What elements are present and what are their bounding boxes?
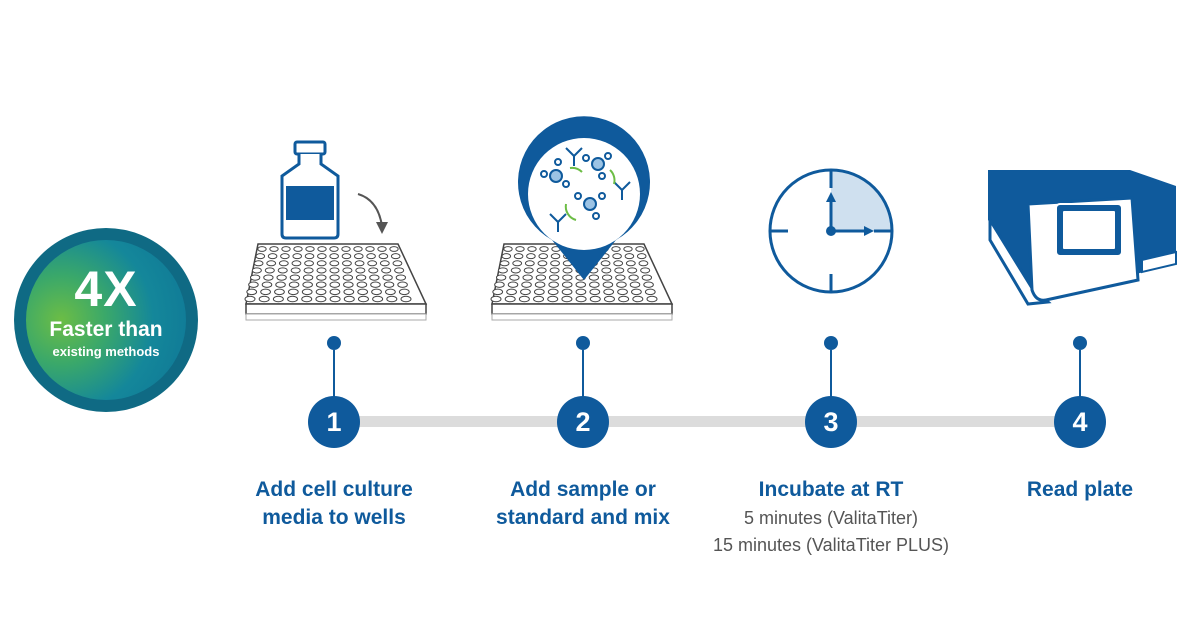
- step-4-connector: [1079, 350, 1081, 400]
- step-1-marker-dot: [327, 336, 341, 350]
- step-3-title: Incubate at RT: [758, 478, 904, 501]
- step-2-illustration: [490, 116, 674, 321]
- step-3-marker-dot: [824, 336, 838, 350]
- step-4-marker-dot: [1073, 336, 1087, 350]
- step-1-number-badge: 1: [308, 396, 360, 448]
- molecules-icon: [540, 147, 631, 232]
- step-1-connector: [333, 350, 335, 400]
- step-2-title-line-1: Add sample or: [510, 478, 656, 501]
- arrow-icon: [357, 193, 388, 234]
- step-2-number-badge: 2: [557, 396, 609, 448]
- step-1-title-line-2: media to wells: [262, 506, 406, 529]
- step-3-number-badge: 3: [805, 396, 857, 448]
- step-4-title: Read plate: [1026, 478, 1134, 501]
- media-bottle-icon: [280, 140, 340, 240]
- timeline-track: [334, 416, 1080, 427]
- clock-icon: [768, 168, 894, 294]
- badge-gradient-disc: [26, 240, 186, 400]
- step-4-number-badge: 4: [1054, 396, 1106, 448]
- step-2-connector: [582, 350, 584, 400]
- plate-reader-icon: [988, 170, 1177, 306]
- speed-badge: 4X Faster than existing methods: [14, 228, 198, 412]
- step-1-title-line-1: Add cell culture: [255, 478, 413, 501]
- step-3-note-1: 5 minutes (ValitaTiter): [743, 508, 919, 528]
- step-2-label: Add sample or standard and mix: [463, 476, 703, 532]
- step-2-marker-dot: [576, 336, 590, 350]
- map-pin-icon: [518, 116, 650, 281]
- step-2-title-line-2: standard and mix: [496, 506, 670, 529]
- well-plate-icon: [244, 243, 428, 321]
- badge-line-2: existing methods: [52, 344, 160, 359]
- badge-line-1: Faster than: [49, 318, 163, 341]
- step-1-illustration: [244, 140, 428, 321]
- badge-headline: 4X: [74, 261, 138, 317]
- step-1-label: Add cell culture media to wells: [214, 476, 454, 532]
- step-3-note-2: 15 minutes (ValitaTiter PLUS): [712, 535, 950, 555]
- step-3-connector: [830, 350, 832, 400]
